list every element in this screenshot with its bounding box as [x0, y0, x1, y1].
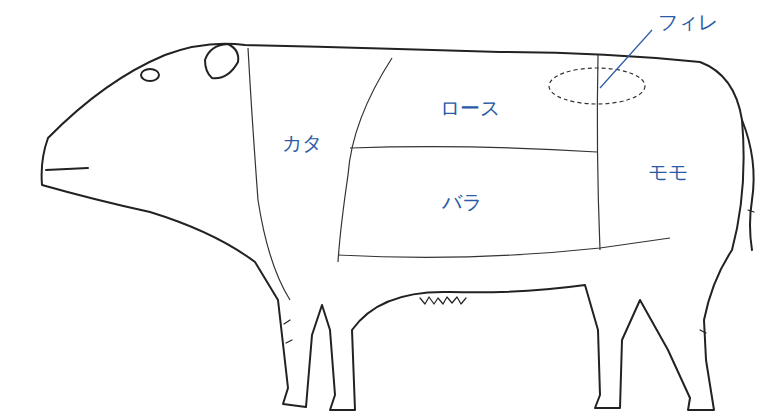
cut-line-loin-belly — [350, 147, 597, 152]
fillet-leader-line — [600, 30, 652, 88]
part-name: モモ — [648, 160, 688, 184]
cut-line-shoulder-right — [338, 58, 392, 262]
boar-bristles — [284, 210, 754, 343]
part-name: フィレ — [658, 10, 718, 34]
cut-line-ham — [597, 55, 600, 250]
part-name: ロース — [440, 96, 500, 120]
boar-tail — [742, 120, 754, 250]
part-name: バラ — [442, 190, 482, 214]
boar-eye — [141, 69, 159, 81]
cut-line-belly-bottom — [338, 238, 670, 257]
part-name: カタ — [282, 131, 322, 155]
boar-ear — [205, 44, 238, 78]
cut-line-shoulder-left — [248, 48, 290, 300]
boar-mouth — [46, 168, 88, 170]
boar-outline — [42, 44, 744, 410]
fillet-dashed-outline — [549, 68, 645, 104]
